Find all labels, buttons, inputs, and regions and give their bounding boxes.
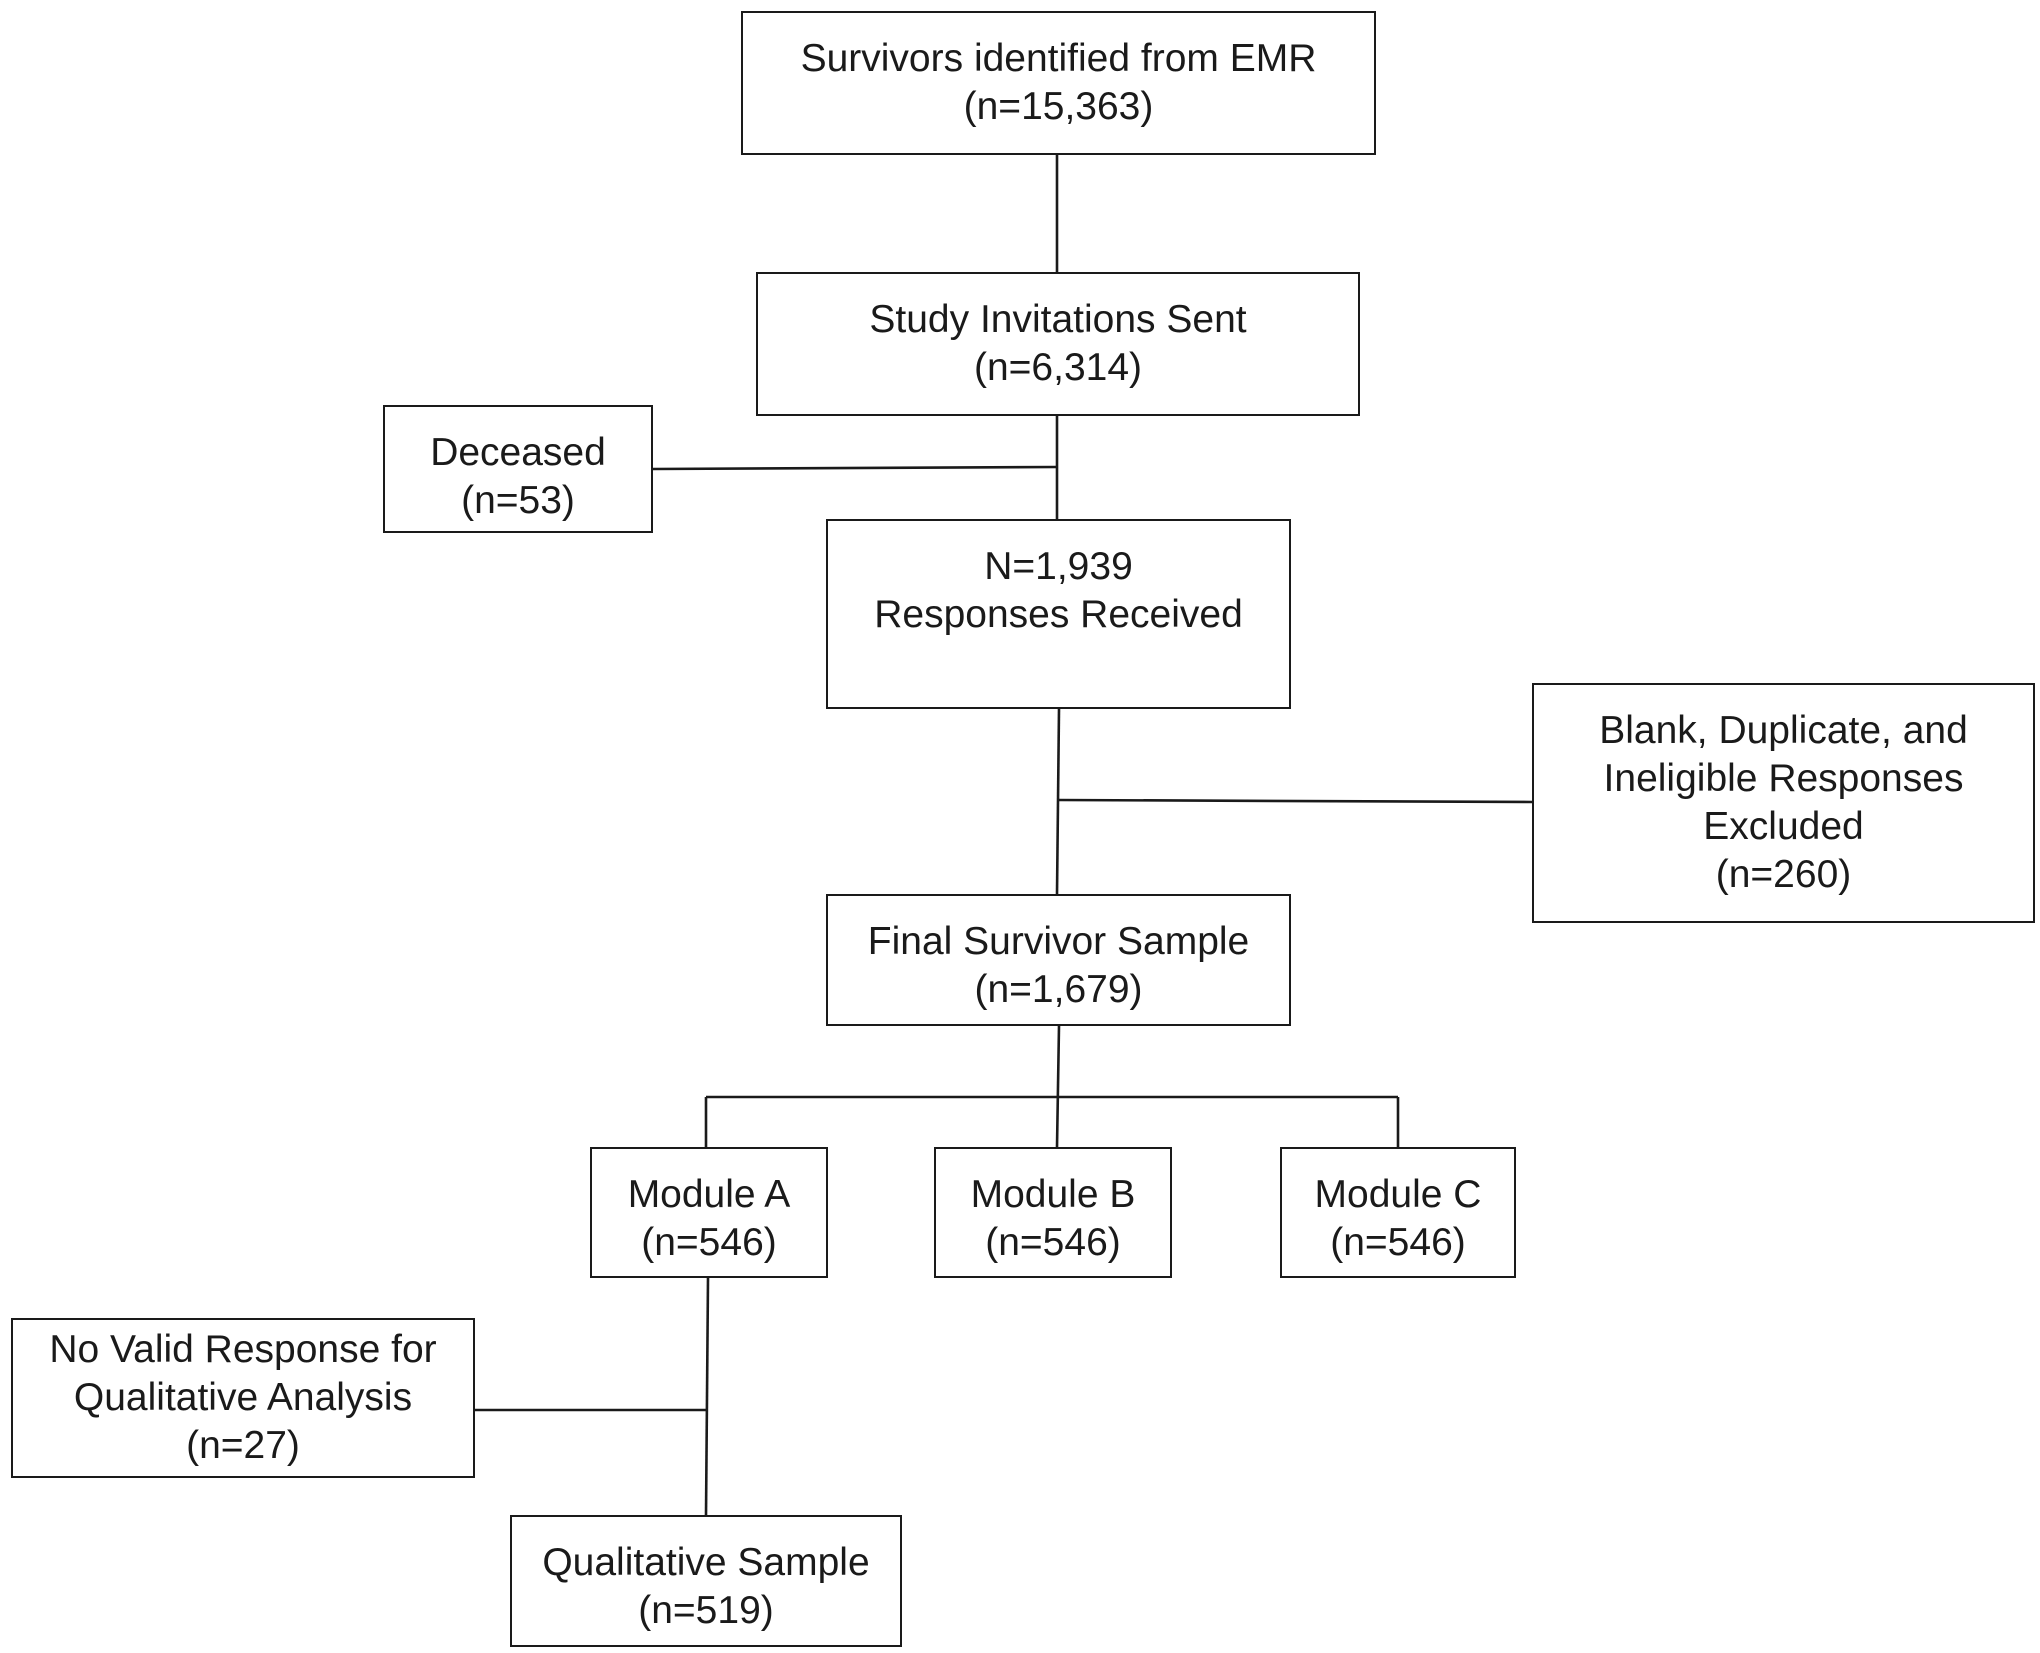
no-valid-response-box: No Valid Response for Qualitative Analys…	[11, 1318, 475, 1478]
connector-responses-final	[1055, 708, 1061, 895]
qualitative-sample-count: (n=519)	[638, 1589, 774, 1632]
excluded-count: (n=260)	[1715, 853, 1852, 896]
survivors-emr-label: Survivors identified from EMR	[800, 37, 1317, 80]
responses-received-box: N=1,939 Responses Received	[826, 519, 1291, 709]
excluded-label-line2: Ineligible Responses	[1603, 757, 1964, 800]
no-valid-label-line2: Qualitative Analysis	[73, 1376, 413, 1419]
module-b-count: (n=546)	[985, 1221, 1121, 1264]
excluded-label-line3: Excluded	[1703, 805, 1864, 848]
module-b-box: Module B (n=546)	[934, 1147, 1172, 1278]
no-valid-label-line1: No Valid Response for	[49, 1328, 437, 1371]
connector-final-split	[1055, 1025, 1061, 1148]
module-a-box: Module A (n=546)	[590, 1147, 828, 1278]
final-sample-count: (n=1,679)	[974, 968, 1143, 1011]
no-valid-count: (n=27)	[186, 1424, 300, 1467]
connector-module-a-qualitative	[704, 1277, 710, 1516]
module-a-count: (n=546)	[641, 1221, 777, 1264]
module-c-label: Module C	[1314, 1173, 1482, 1216]
connector-deceased-branch	[652, 465, 1058, 471]
qualitative-sample-label: Qualitative Sample	[542, 1541, 870, 1584]
deceased-label: Deceased	[430, 431, 606, 474]
final-sample-label: Final Survivor Sample	[867, 920, 1250, 963]
deceased-box: Deceased (n=53)	[383, 405, 653, 533]
module-c-count: (n=546)	[1330, 1221, 1466, 1264]
excluded-label-line1: Blank, Duplicate, and	[1599, 709, 1968, 752]
module-a-label: Module A	[627, 1173, 791, 1216]
module-c-box: Module C (n=546)	[1280, 1147, 1516, 1278]
survivors-emr-box: Survivors identified from EMR (n=15,363)	[741, 11, 1376, 155]
final-survivor-sample-box: Final Survivor Sample (n=1,679)	[826, 894, 1291, 1026]
survivors-emr-count: (n=15,363)	[963, 85, 1154, 128]
qualitative-sample-box: Qualitative Sample (n=519)	[510, 1515, 902, 1647]
study-invitations-count: (n=6,314)	[973, 346, 1143, 389]
study-invitations-box: Study Invitations Sent (n=6,314)	[756, 272, 1360, 416]
module-b-label: Module B	[970, 1173, 1136, 1216]
responses-label: Responses Received	[874, 593, 1243, 636]
study-invitations-label: Study Invitations Sent	[869, 298, 1247, 341]
responses-count: N=1,939	[984, 545, 1133, 588]
excluded-responses-box: Blank, Duplicate, and Ineligible Respons…	[1532, 683, 2035, 923]
connector-excluded-branch	[1057, 798, 1533, 804]
deceased-count: (n=53)	[461, 479, 575, 522]
